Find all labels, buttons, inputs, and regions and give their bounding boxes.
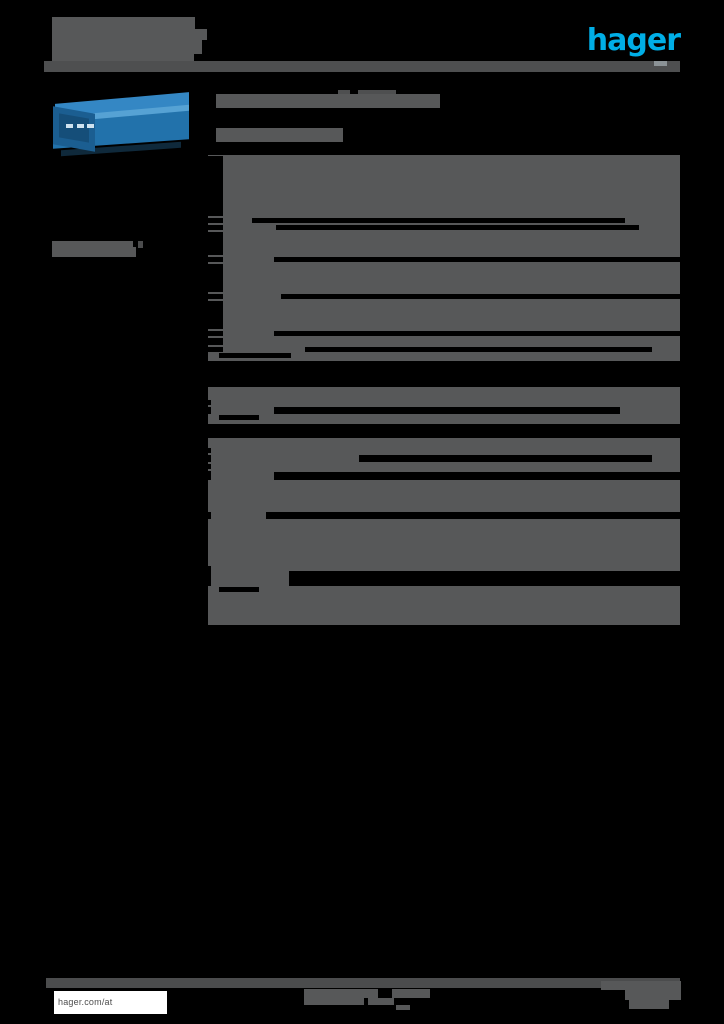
spec-row (208, 454, 680, 463)
row-label-gap (208, 232, 224, 255)
spec-row (208, 481, 680, 511)
spec-row (208, 263, 680, 293)
spec-row (208, 399, 680, 406)
product-slot (77, 124, 84, 128)
row-label-gap (208, 338, 224, 345)
description-mark (338, 90, 350, 95)
row-label-gap (208, 407, 211, 414)
hager-logo: hager (586, 23, 681, 58)
spec-row (208, 155, 680, 217)
footer-right-line (625, 990, 681, 1000)
spec-row (208, 447, 680, 454)
row-label-gap (208, 566, 211, 586)
row-label-gap (208, 264, 224, 292)
spec-row (208, 415, 680, 424)
row-label-gap (208, 471, 211, 480)
row-label-gap (208, 512, 211, 519)
spec-row (208, 587, 680, 625)
header-divider-tick (654, 61, 667, 66)
footer-center-line (368, 998, 394, 1005)
sidebar-note-line (52, 241, 133, 247)
spec-row (208, 438, 680, 447)
section-heading-gap (219, 415, 259, 420)
section-heading-gap (219, 587, 259, 592)
row-value-gap (273, 472, 680, 480)
row-label-gap (208, 257, 224, 262)
row-value-gap (305, 347, 652, 352)
row-label-gap (208, 400, 211, 405)
spec-row (208, 387, 680, 399)
spec-row (208, 231, 680, 256)
spec-row (208, 337, 680, 346)
sidebar-note-line (52, 247, 136, 257)
description-line-1 (216, 94, 440, 108)
row-value-gap (289, 571, 680, 586)
product-slot (66, 124, 73, 128)
row-label-gap (208, 225, 224, 230)
product-inner-cavity (59, 113, 89, 143)
row-value-gap (281, 294, 680, 299)
spec-row (208, 293, 680, 300)
spec-row (208, 565, 680, 587)
table-section-gap (208, 361, 680, 387)
description-mark (358, 90, 396, 95)
row-label-gap (208, 218, 224, 223)
spec-row (208, 217, 680, 224)
spec-row (208, 330, 680, 337)
row-label-gap (208, 156, 224, 216)
row-label-gap (208, 464, 211, 469)
row-label-gap (208, 455, 211, 462)
footer-center-line (392, 989, 422, 998)
footer-center-line (304, 998, 364, 1005)
spec-row (208, 300, 680, 330)
specification-table (208, 155, 680, 625)
title-line-3 (52, 40, 202, 54)
spec-row (208, 520, 680, 565)
footer-website-url[interactable]: hager.com/at (54, 991, 167, 1014)
spec-row (208, 346, 680, 353)
row-value-gap (273, 331, 680, 336)
spec-row (208, 353, 680, 361)
spec-row (208, 224, 680, 231)
product-image (49, 90, 191, 158)
table-section-gap (208, 424, 680, 438)
spec-row (208, 463, 680, 470)
row-label-gap (208, 331, 224, 336)
footer-center-line (422, 989, 430, 998)
spec-row (208, 511, 680, 520)
sidebar-note-mark (138, 241, 143, 248)
row-label-gap (208, 448, 211, 453)
footer-divider (46, 978, 680, 988)
section-heading-gap (219, 353, 291, 358)
row-value-gap (359, 455, 652, 462)
product-slot (87, 124, 94, 128)
row-value-gap (276, 225, 640, 230)
row-value-gap (273, 407, 621, 414)
row-label-gap (208, 347, 224, 352)
spec-row (208, 470, 680, 481)
title-line-1 (52, 17, 195, 29)
page-title (52, 17, 212, 65)
header-divider (44, 61, 680, 72)
footer-right-line (601, 981, 681, 990)
row-value-gap (251, 218, 626, 223)
spec-row (208, 406, 680, 415)
spec-row (208, 256, 680, 263)
row-value-gap (265, 512, 680, 519)
description-line-2 (216, 128, 343, 142)
row-value-gap (273, 257, 680, 262)
title-line-2 (52, 29, 207, 40)
footer-center-line (396, 1005, 410, 1010)
title-line-4 (52, 54, 194, 65)
footer-right-line (629, 1000, 669, 1009)
footer-center-line (304, 989, 378, 998)
row-label-gap (208, 301, 224, 329)
row-label-gap (208, 294, 224, 299)
